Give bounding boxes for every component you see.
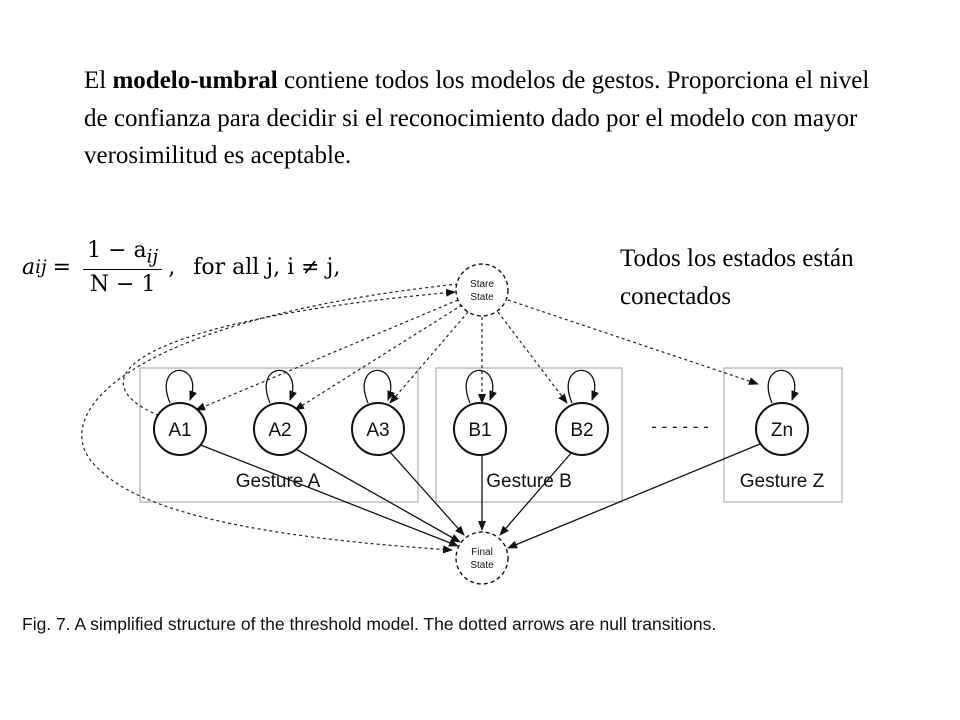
self-loop-arrow — [767, 369, 799, 404]
null-transition-arrow — [389, 311, 469, 404]
state-node-b2 — [555, 402, 609, 456]
state-node-a1 — [153, 402, 207, 456]
para-bold-term: modelo-umbral — [112, 67, 278, 94]
gesture-a-box — [139, 367, 419, 503]
group-label-gesture-a: Gesture A — [236, 471, 321, 492]
para-rest: contiene todos los modelos de gestos. Pr… — [84, 67, 870, 169]
null-transition-outer-arrow — [81, 283, 459, 554]
stare-state-label-1: Stare — [470, 279, 494, 290]
stare-state-label-2: State — [470, 292, 494, 303]
transition-arrow — [507, 443, 761, 549]
transition-arrow — [389, 451, 465, 536]
self-loop-arrow — [567, 369, 599, 404]
formula-condition: for all j, i ≠ j, — [193, 255, 341, 281]
side-note: Todos los estados están conectados — [620, 245, 854, 310]
state-label-b2: B2 — [570, 420, 593, 441]
state-node-b1 — [453, 402, 507, 456]
final-state-label-1: Final — [471, 547, 493, 558]
self-loop-arrow — [265, 369, 297, 404]
self-loop-arrow — [465, 369, 497, 404]
state-label-zn: Zn — [771, 420, 793, 441]
null-transition-arrow — [195, 299, 459, 411]
self-loop-arrow — [363, 369, 395, 404]
ellipsis: - - - - - - — [651, 417, 709, 436]
formula-lhs-sub: ij — [35, 257, 47, 279]
null-transition-loop-arrow — [122, 288, 456, 421]
formula-fraction: 1 − aij N − 1 — [83, 238, 163, 298]
formula-denominator: N − 1 — [89, 272, 156, 298]
state-label-b1: B1 — [468, 420, 491, 441]
transition-arrow — [499, 451, 573, 536]
final-state-node — [455, 531, 509, 585]
null-transition-arrow — [497, 311, 568, 404]
transition-arrow — [197, 443, 459, 547]
para-prefix: El — [84, 67, 113, 94]
state-label-a2: A2 — [268, 420, 291, 441]
gesture-z-box — [723, 367, 843, 503]
state-label-a1: A1 — [168, 420, 191, 441]
state-node-a2 — [253, 402, 307, 456]
formula-numerator: 1 − a — [87, 238, 147, 263]
final-state-label-2: State — [470, 560, 494, 571]
state-label-a3: A3 — [366, 420, 389, 441]
null-transition-arrow — [294, 304, 463, 411]
state-node-zn — [755, 402, 809, 456]
transition-arrow — [293, 447, 461, 543]
description-paragraph: El modelo-umbral contiene todos los mode… — [84, 62, 884, 175]
group-label-gesture-z: Gesture Z — [740, 471, 825, 492]
group-label-gesture-b: Gesture B — [486, 471, 572, 492]
formula-numerator-sub: ij — [146, 246, 159, 268]
self-loop-arrow — [165, 369, 197, 404]
figure-caption: Fig. 7. A simplified structure of the th… — [22, 614, 717, 634]
stare-state-node — [455, 263, 509, 317]
state-node-a3 — [351, 402, 405, 456]
null-transition-arrow — [507, 299, 759, 385]
formula-lhs: a — [22, 255, 36, 281]
